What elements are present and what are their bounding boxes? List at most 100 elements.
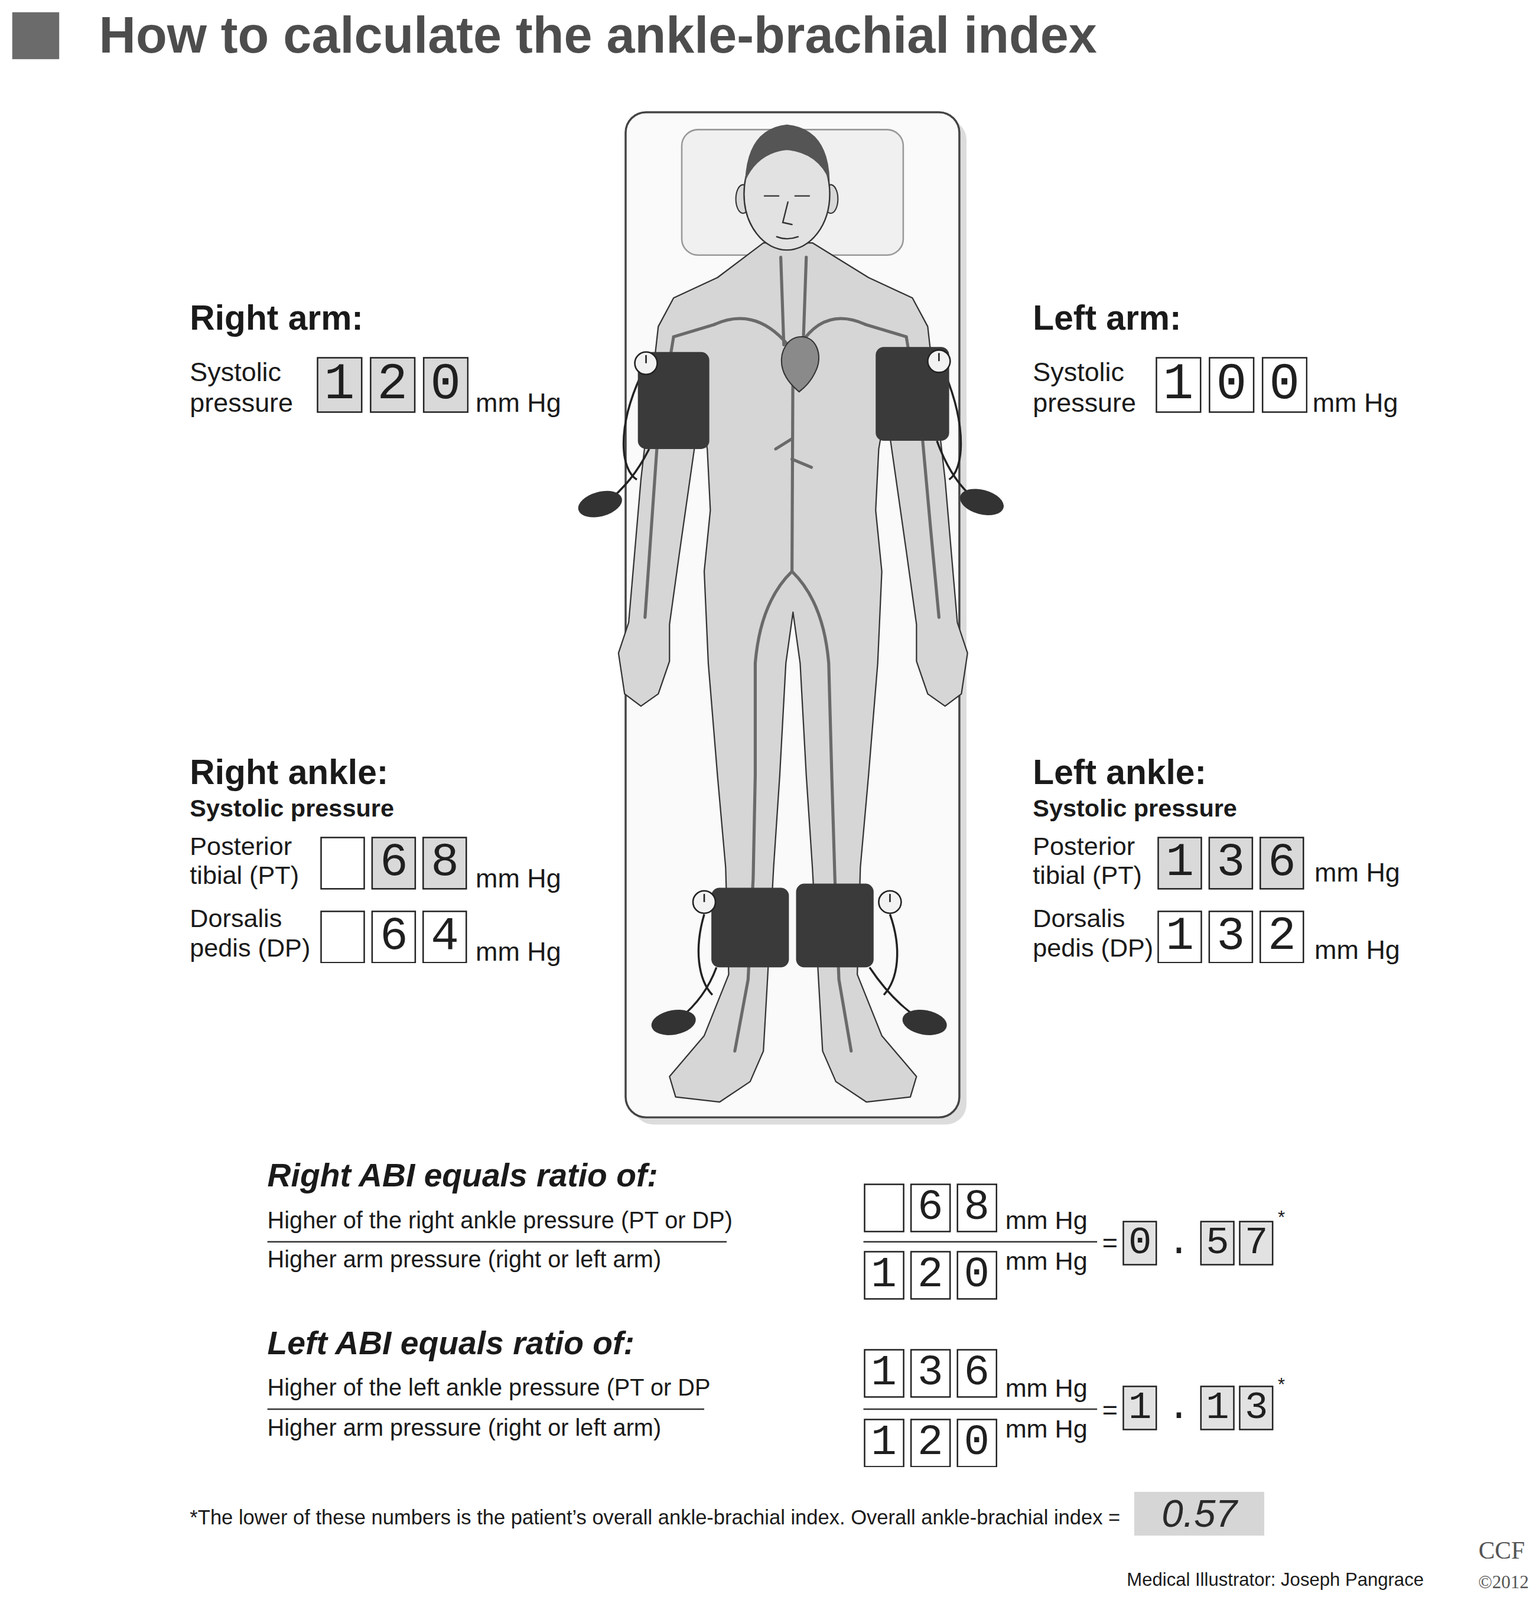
field-label: Posterior tibial (PT) bbox=[189, 831, 317, 891]
artery bbox=[803, 256, 807, 346]
hair bbox=[744, 124, 830, 182]
formula-numerator: Higher of the right ankle pressure (PT o… bbox=[267, 1206, 733, 1235]
limb-heading: Left ankle: bbox=[1032, 752, 1207, 793]
unit-label: mm Hg bbox=[1005, 1246, 1088, 1277]
heart bbox=[781, 336, 819, 392]
tube bbox=[883, 913, 898, 995]
fraction-line bbox=[267, 1241, 727, 1243]
overall-result-box: 0.57 bbox=[1134, 1491, 1264, 1536]
formula-heading: Left ABI equals ratio of: bbox=[267, 1324, 635, 1363]
field-label: Systolic pressure bbox=[1032, 356, 1154, 418]
gauges bbox=[635, 349, 951, 913]
pressure-digits: 136 bbox=[1157, 836, 1305, 890]
digit-boxes: 120 bbox=[863, 1250, 998, 1300]
artery bbox=[734, 571, 793, 1051]
credit: Medical Illustrator: Joseph Pangrace bbox=[1126, 1569, 1424, 1591]
cuff-tubes bbox=[610, 373, 974, 1018]
bulb bbox=[957, 484, 1007, 520]
digit-boxes: 120 bbox=[863, 1418, 998, 1468]
unit-label: mm Hg bbox=[1005, 1414, 1088, 1444]
formula-denominator: Higher arm pressure (right or left arm) bbox=[267, 1414, 662, 1442]
pressure-digits: 132 bbox=[1157, 910, 1305, 964]
overall-abi-value: 0.57 bbox=[1150, 1491, 1248, 1536]
limb-heading: Left arm: bbox=[1032, 297, 1181, 338]
formula-denominator: Higher arm pressure (right or left arm) bbox=[267, 1245, 662, 1274]
field-label: Dorsalis pedis (DP) bbox=[189, 903, 317, 963]
digit-boxes: 68 bbox=[320, 836, 468, 890]
pressure-digits: 120 bbox=[316, 356, 469, 413]
tube bbox=[610, 448, 650, 500]
digit-boxes: 136 bbox=[863, 1348, 998, 1398]
field-subheading: Systolic pressure bbox=[189, 793, 395, 823]
pressure-digits: 0.57 bbox=[1122, 1220, 1274, 1266]
bulb bbox=[900, 1006, 949, 1038]
digit-boxes: 0.57 bbox=[1122, 1220, 1274, 1266]
digit-box bbox=[864, 1184, 904, 1232]
limb-heading: Right ankle: bbox=[189, 752, 389, 793]
unit-label: mm Hg bbox=[1314, 857, 1401, 888]
unit-label: mm Hg bbox=[475, 387, 562, 419]
equals-sign: = bbox=[1102, 1227, 1118, 1259]
ankle-cuff bbox=[711, 887, 789, 968]
fraction-line bbox=[267, 1408, 705, 1411]
formula-heading: Right ABI equals ratio of: bbox=[267, 1156, 659, 1195]
artery bbox=[775, 438, 812, 468]
unit-label: mm Hg bbox=[1005, 1373, 1088, 1404]
pressure-digits: 120 bbox=[863, 1418, 998, 1468]
pressure-digits: 68 bbox=[863, 1183, 998, 1233]
unit-label: mm Hg bbox=[1312, 387, 1399, 419]
digit-boxes: 132 bbox=[1157, 910, 1305, 964]
equals-sign: = bbox=[1102, 1394, 1118, 1426]
gauge-needle bbox=[646, 353, 940, 903]
logo-text: CCF bbox=[1478, 1536, 1525, 1565]
ankle-cuff bbox=[796, 883, 874, 968]
unit-label: mm Hg bbox=[1005, 1205, 1088, 1236]
field-label: Dorsalis pedis (DP) bbox=[1032, 903, 1160, 963]
page-title: How to calculate the ankle-brachial inde… bbox=[99, 5, 1098, 65]
pressure-digits: 64 bbox=[320, 910, 468, 964]
digit-boxes: 64 bbox=[320, 910, 468, 964]
tube bbox=[936, 440, 974, 499]
mouth bbox=[776, 236, 799, 239]
nose bbox=[782, 202, 793, 225]
artery bbox=[792, 571, 852, 1051]
fraction-line bbox=[863, 1408, 1098, 1411]
body-outline bbox=[618, 242, 968, 1102]
inflation-bulbs bbox=[575, 484, 1007, 1039]
field-label: Posterior tibial (PT) bbox=[1032, 831, 1160, 891]
tube bbox=[698, 913, 712, 995]
title-square bbox=[12, 12, 60, 60]
copyright: ©2012 bbox=[1478, 1571, 1529, 1593]
patient-figure bbox=[575, 112, 1007, 1125]
bp-cuffs bbox=[638, 346, 950, 968]
unit-label: mm Hg bbox=[475, 936, 562, 968]
digit-box bbox=[321, 910, 365, 963]
artery bbox=[780, 256, 784, 346]
pressure-digits: 136 bbox=[863, 1348, 998, 1398]
eyes bbox=[764, 194, 810, 197]
fraction-lines bbox=[267, 1241, 1098, 1409]
field-label: Systolic pressure bbox=[189, 356, 311, 418]
formula-numerator: Higher of the left ankle pressure (PT or… bbox=[267, 1374, 711, 1402]
footnote: *The lower of these numbers is the patie… bbox=[189, 1505, 1121, 1530]
artery bbox=[714, 318, 788, 346]
field-subheading: Systolic pressure bbox=[1032, 793, 1238, 823]
fraction-line bbox=[863, 1241, 1098, 1243]
face bbox=[764, 196, 810, 240]
digit-boxes: 1.13 bbox=[1122, 1385, 1274, 1431]
bulb bbox=[575, 486, 626, 522]
pressure-digits: 100 bbox=[1155, 356, 1308, 413]
digit-boxes: 136 bbox=[1157, 836, 1305, 890]
limb-heading: Right arm: bbox=[189, 297, 364, 338]
pressure-digits: 1.13 bbox=[1122, 1385, 1274, 1431]
unit-label: mm Hg bbox=[475, 863, 562, 894]
digit-boxes: 68 bbox=[863, 1183, 998, 1233]
digit-boxes: 100 bbox=[1155, 356, 1308, 413]
digit-box bbox=[321, 837, 365, 890]
pressure-digits: 68 bbox=[320, 836, 468, 890]
digit-boxes: 120 bbox=[316, 356, 469, 413]
unit-label: mm Hg bbox=[1314, 934, 1401, 966]
pressure-digits: 120 bbox=[863, 1250, 998, 1300]
